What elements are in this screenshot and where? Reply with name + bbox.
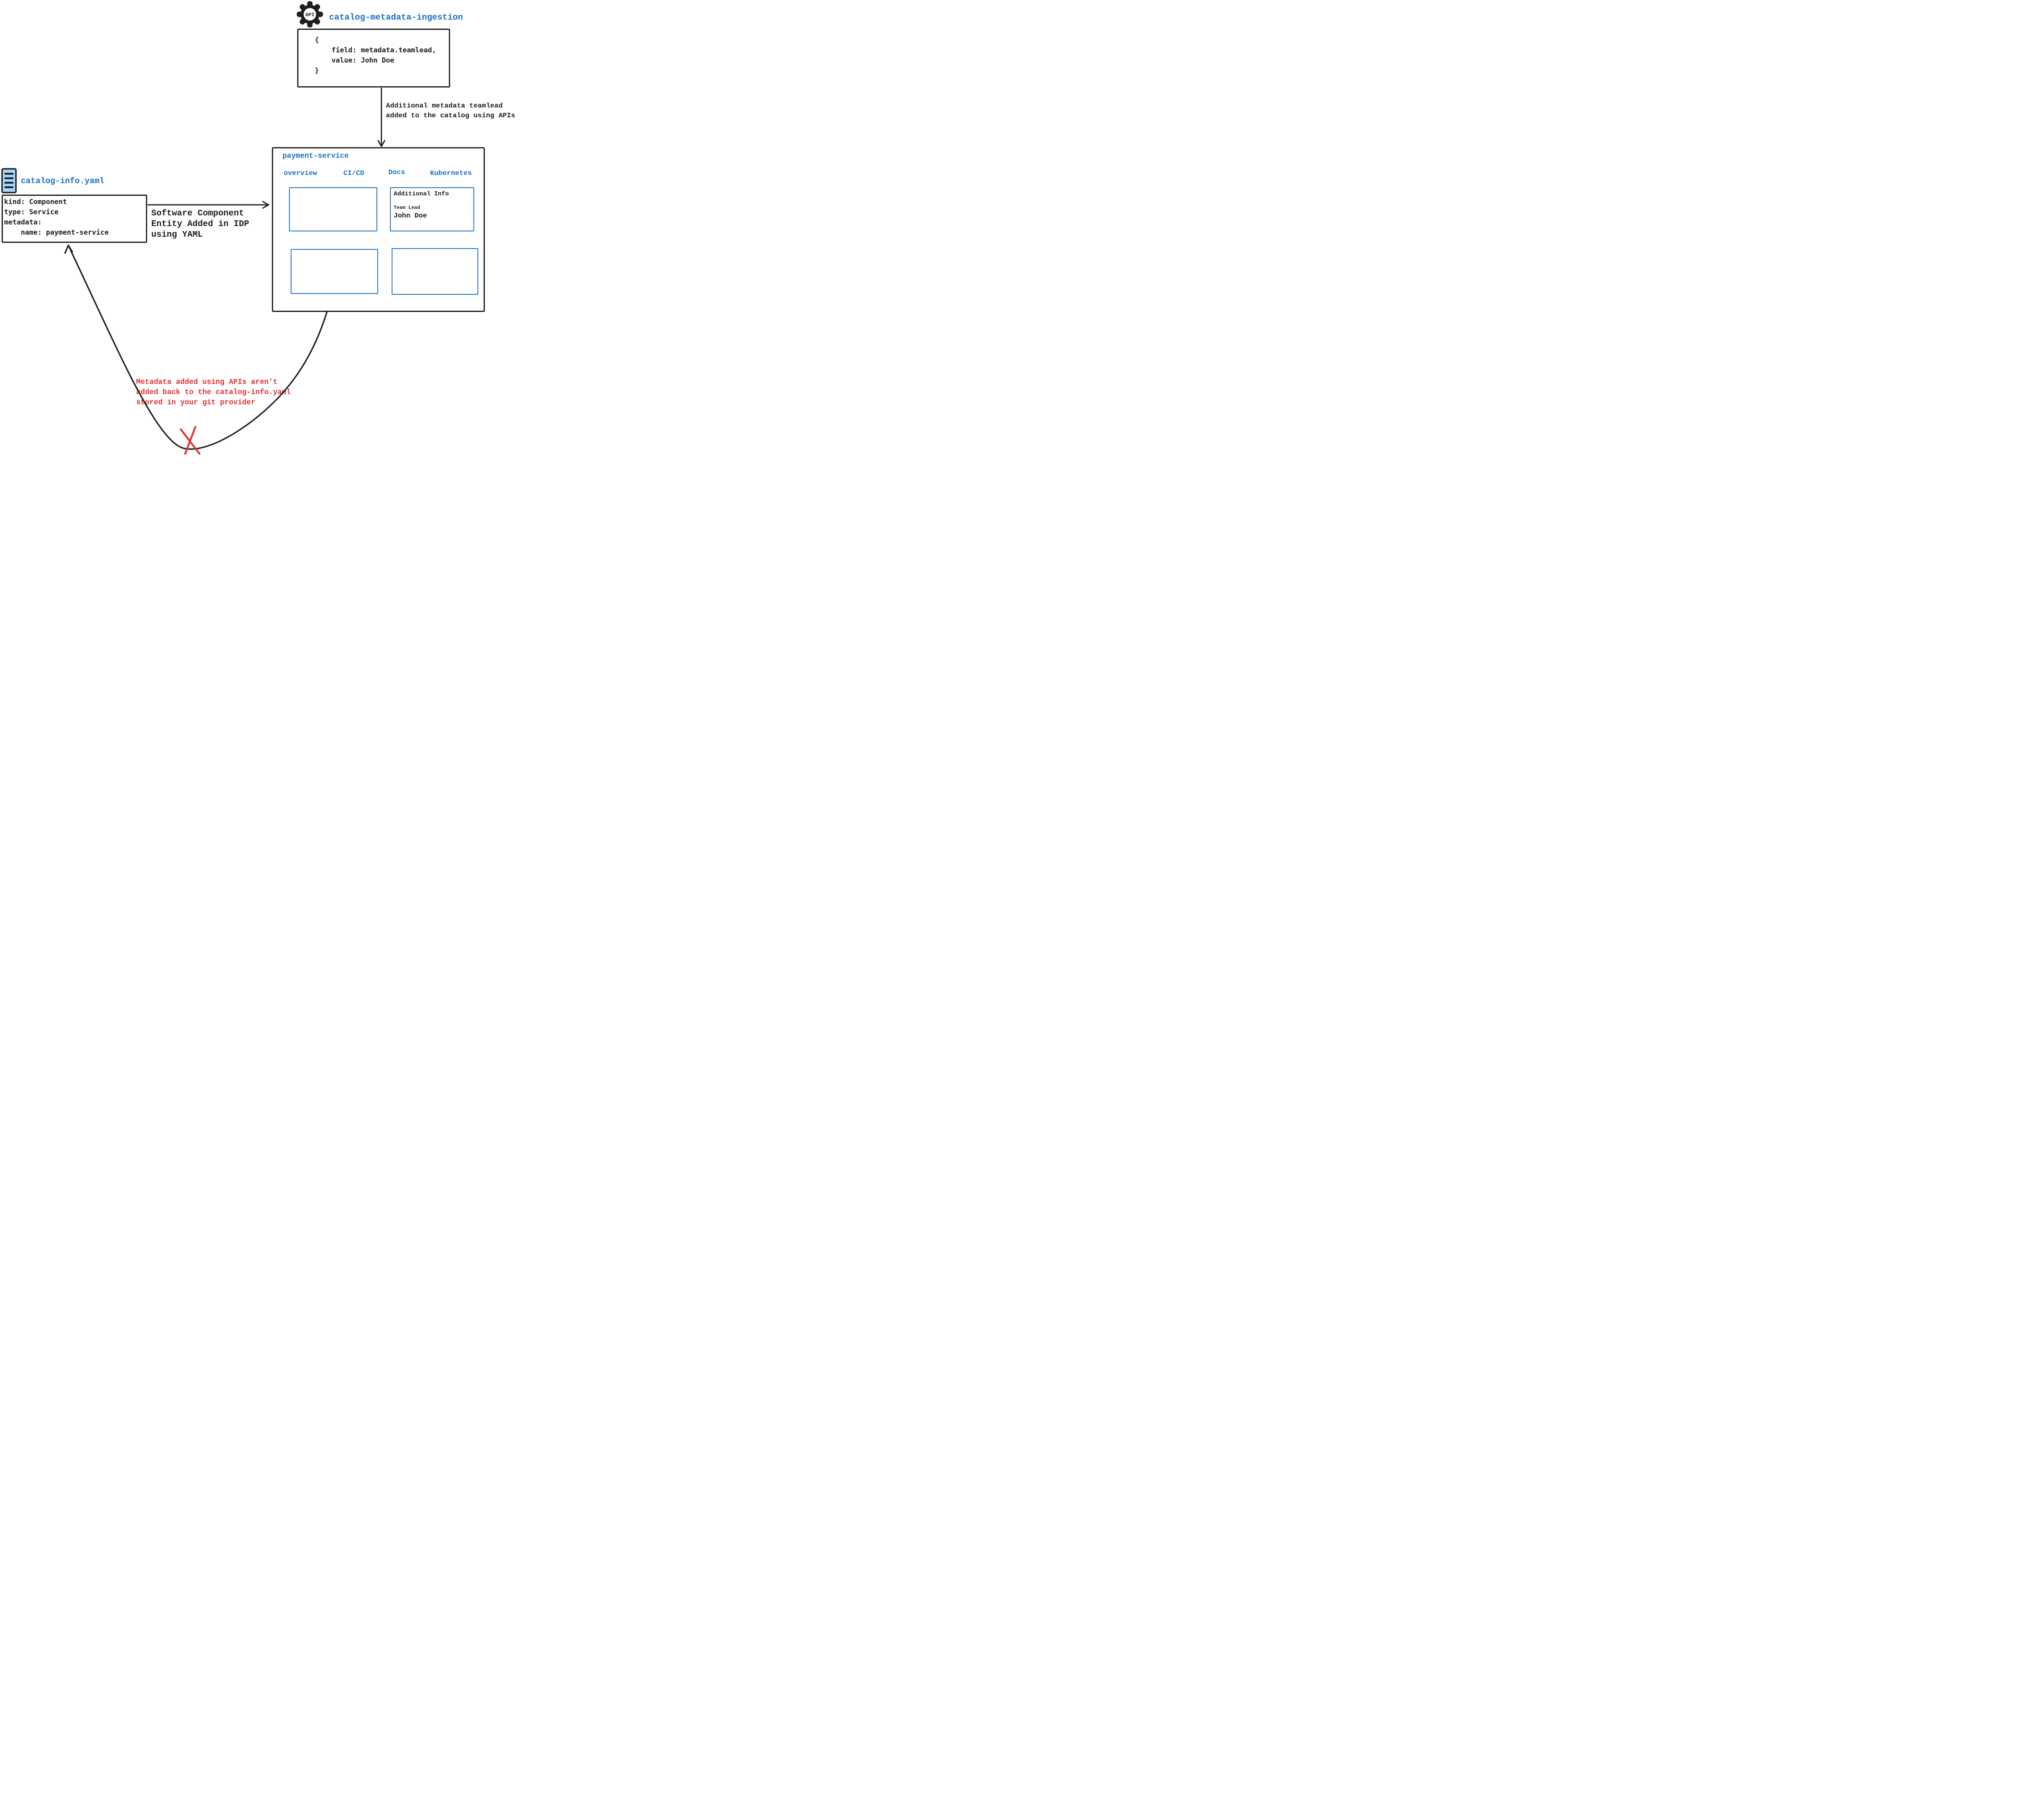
docs-card-field-value: John Doe [394,212,427,220]
yaml-node-title: catalog-info.yaml [21,177,105,186]
yaml-to-idp-arrow [147,201,269,209]
yaml-file-icon [1,168,17,193]
tab-overview[interactable]: overview [284,170,317,177]
card-overview [289,187,377,231]
docs-card-heading: Additional Info [394,191,449,197]
return-arrow-label: Metadata added using APIs aren't added b… [136,378,291,407]
idp-title: payment-service [282,152,349,160]
api-icon-label: API [305,12,314,18]
api-node-title: catalog-metadata-ingestion [329,13,463,22]
yaml-code-text: kind: Component type: Service metadata: … [4,198,109,237]
yaml-arrow-label: Software Component Entity Added in IDP u… [151,209,249,240]
card-bottom-right [392,248,478,295]
card-bottom-left [291,249,378,294]
api-code-text: { field: metadata.teamlead, value: John … [315,36,436,75]
card-docs [390,187,474,231]
tab-cicd[interactable]: CI/CD [343,170,365,177]
api-to-idp-arrow [377,87,385,147]
api-code-box [297,29,450,87]
tab-kubernetes[interactable]: Kubernetes [430,170,472,177]
rejected-cross-icon [179,426,201,455]
diagram-canvas: API catalog-metadata-ingestion { field: … [0,0,516,455]
tab-docs[interactable]: Docs [388,169,405,177]
yaml-code-box [2,195,147,243]
docs-card-field-label: Team Lead [394,205,420,211]
api-arrow-label: Additional metadata teamlead added to th… [386,102,515,120]
api-gear-icon: API [296,1,323,28]
